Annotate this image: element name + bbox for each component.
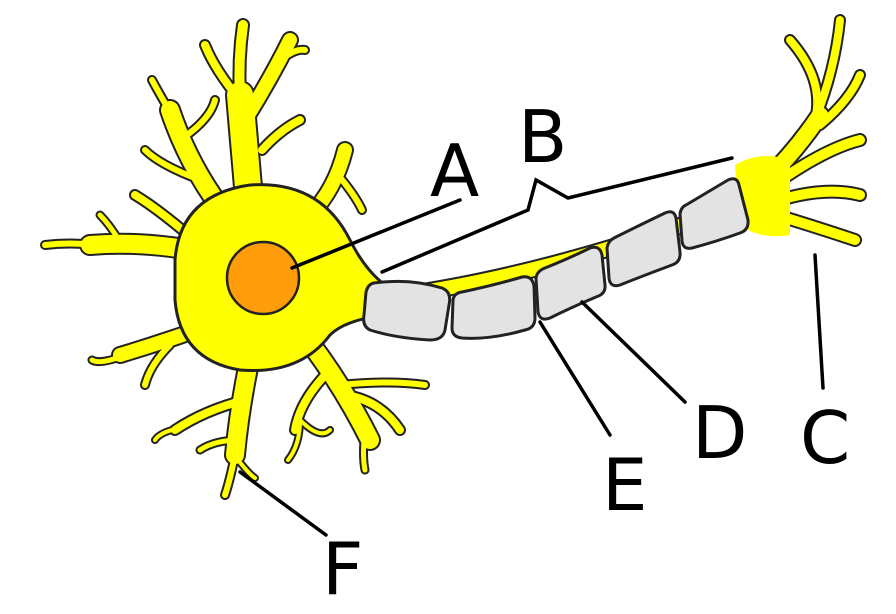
label-a: A xyxy=(430,129,479,213)
leader-line-f xyxy=(238,470,328,537)
myelin-sheath xyxy=(534,245,607,321)
label-c: C xyxy=(800,396,850,480)
myelin-sheath xyxy=(450,275,537,340)
label-d: D xyxy=(692,391,747,475)
myelin-sheath xyxy=(678,177,750,250)
label-e: E xyxy=(602,443,648,527)
leader-line-d xyxy=(580,300,687,404)
leader-line-b xyxy=(380,156,734,274)
leader-line-c xyxy=(813,253,825,390)
myelin-sheaths xyxy=(362,177,750,342)
leader-lines xyxy=(238,156,825,537)
label-b: B xyxy=(518,95,567,179)
myelin-sheath xyxy=(362,279,452,342)
cell-body-with-dendrites xyxy=(40,18,430,500)
leader-line-e xyxy=(538,320,612,437)
axon-terminal xyxy=(735,14,867,247)
leader-line-a xyxy=(290,198,462,270)
myelin-sheath xyxy=(605,210,682,288)
nucleus xyxy=(225,240,301,316)
label-f: F xyxy=(322,527,363,611)
